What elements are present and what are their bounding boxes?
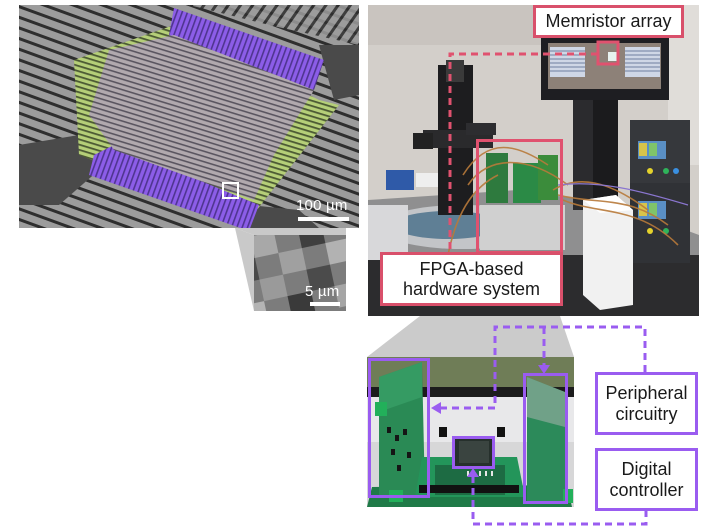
digital-label-line1: Digital [621, 459, 672, 480]
fpga-system-label-line2: hardware system [402, 279, 541, 299]
inset-scale-bar [310, 302, 340, 306]
arrow-up-icon [467, 468, 479, 477]
digital-controller-frame [452, 436, 495, 469]
board-photo [367, 357, 574, 507]
peripheral-right-frame [523, 373, 568, 504]
memristor-array-label-text: Memristor array [545, 11, 672, 32]
peripheral-label-line2: circuitry [615, 403, 678, 424]
sem-image: 100 µm [19, 5, 359, 228]
peripheral-left-frame [368, 358, 430, 498]
memristor-array-label: Memristor array [533, 5, 684, 38]
sem-inset: 5 µm [254, 235, 346, 311]
arrow-left-icon [431, 402, 441, 414]
peripheral-label-line1: Peripheral [605, 383, 688, 404]
sem-scale-label: 100 µm [296, 197, 348, 214]
fpga-board-graphic [367, 357, 574, 507]
digital-controller-label: Digital controller [595, 448, 698, 511]
inset-scale-label: 5 µm [305, 283, 340, 300]
checkerboard-graphic [254, 235, 346, 311]
arrow-down-icon [538, 365, 550, 374]
sem-crossbar-graphic [19, 5, 359, 228]
fpga-system-label: FPGA-based hardware system [380, 252, 563, 306]
zoom-region-marker [222, 182, 239, 199]
digital-label-line2: controller [609, 479, 684, 500]
fpga-system-label-line1: FPGA-based [419, 258, 524, 279]
sem-scale-bar [298, 217, 349, 221]
memristor-leader-line [448, 40, 620, 253]
peripheral-circuitry-label: Peripheral circuitry [595, 372, 698, 435]
